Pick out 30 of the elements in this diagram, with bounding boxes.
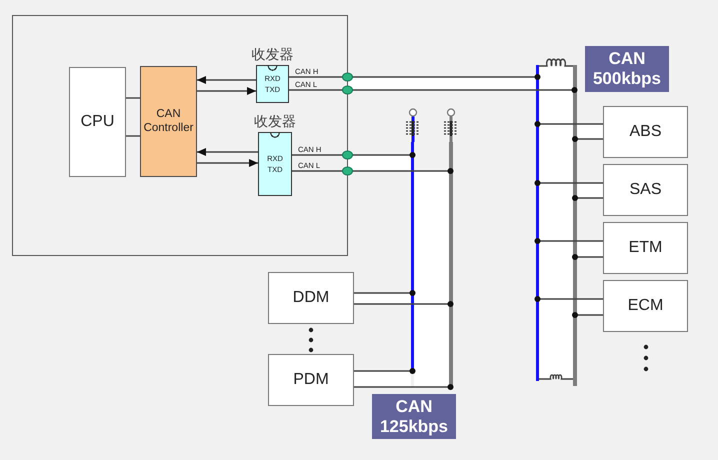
chip-heading: 收发器 — [252, 48, 294, 63]
module-box — [268, 354, 354, 406]
arrow — [197, 148, 258, 156]
chip-heading: 收发器 — [254, 115, 296, 130]
module-label: ETM — [628, 238, 662, 258]
module-box — [603, 164, 688, 216]
module-box — [603, 106, 688, 158]
container-frame — [12, 15, 348, 256]
wire — [126, 135, 140, 137]
module-label: SAS — [629, 180, 662, 200]
module-box — [268, 272, 354, 324]
arrow — [197, 76, 256, 84]
module-label: DDM — [292, 288, 330, 308]
module-label: CPU — [80, 112, 114, 132]
speed-tag — [372, 394, 456, 439]
module-box — [603, 222, 688, 274]
terminating-resistor — [539, 58, 573, 67]
arrow — [197, 87, 256, 95]
wire — [126, 97, 140, 99]
module-label: ECM — [628, 296, 664, 316]
module-label: ABS — [629, 122, 662, 142]
module-label: PDM — [293, 370, 329, 390]
arrow — [197, 159, 258, 167]
speed-tag — [585, 46, 669, 92]
speed-label: CAN 500kbps — [592, 49, 662, 89]
module-box — [603, 280, 688, 332]
speed-label: CAN 125kbps — [378, 396, 450, 436]
controller-label: CAN Controller — [142, 108, 194, 135]
controller-box — [140, 66, 197, 177]
module-box — [69, 67, 126, 177]
